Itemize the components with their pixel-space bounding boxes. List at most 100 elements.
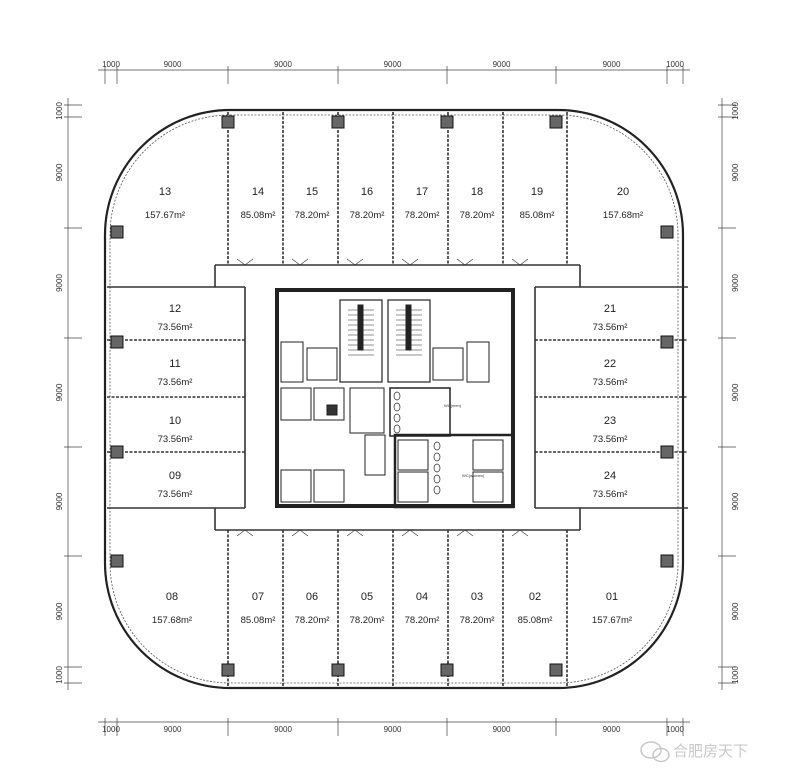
unit-area: 157.67m² bbox=[592, 615, 632, 626]
unit-number: 12 bbox=[169, 303, 181, 315]
column bbox=[549, 663, 563, 677]
toilet-icon bbox=[393, 413, 401, 423]
door-icon bbox=[456, 258, 474, 266]
unit-area: 73.56m² bbox=[593, 377, 628, 388]
dimension-label: 1000 bbox=[666, 60, 684, 69]
unit-11: 11 73.56m² bbox=[158, 358, 193, 388]
dimension-label: 9000 bbox=[55, 492, 64, 510]
unit-number: 22 bbox=[604, 358, 616, 370]
column bbox=[660, 225, 674, 239]
dimension-labels: 1000 9000 9000 9000 9000 9000 1000 1000 9000 9000… bbox=[55, 60, 740, 734]
stair-rail bbox=[357, 304, 364, 351]
unit-03: 03 78.20m² bbox=[460, 591, 495, 626]
dimension-label: 9000 bbox=[603, 725, 621, 734]
stair-rail bbox=[405, 304, 412, 351]
unit-area: 73.56m² bbox=[593, 322, 628, 333]
unit-19: 19 85.08m² bbox=[520, 186, 555, 221]
wc-men-label: WC(men) bbox=[444, 403, 462, 408]
door-icon bbox=[346, 529, 364, 537]
toilet-icon bbox=[433, 452, 441, 462]
door-icon bbox=[291, 529, 309, 537]
dimension-lines bbox=[64, 66, 736, 736]
unit-number: 09 bbox=[169, 470, 181, 482]
unit-area: 78.20m² bbox=[460, 210, 495, 221]
unit-number: 19 bbox=[531, 186, 543, 198]
stair-2 bbox=[387, 299, 431, 383]
unit-area: 85.08m² bbox=[241, 615, 276, 626]
unit-area: 73.56m² bbox=[158, 377, 193, 388]
dimension-label: 9000 bbox=[55, 274, 64, 292]
door-icon bbox=[291, 258, 309, 266]
dimension-label: 9000 bbox=[384, 725, 402, 734]
unit-number: 04 bbox=[416, 591, 428, 603]
unit-number: 03 bbox=[471, 591, 483, 603]
unit-labels: 13157.67m²1485.08m²1578.20m²1678.20m²177… bbox=[145, 186, 643, 626]
column bbox=[660, 445, 674, 459]
elevator bbox=[472, 471, 504, 503]
outer-wall-inner bbox=[109, 114, 679, 684]
unit-number: 02 bbox=[529, 591, 541, 603]
dimension-label: 1000 bbox=[55, 102, 64, 120]
unit-area: 78.20m² bbox=[350, 210, 385, 221]
shaft bbox=[364, 434, 386, 476]
toilet-icon bbox=[393, 402, 401, 412]
unit-08: 08 157.68m² bbox=[152, 591, 192, 626]
unit-area: 73.56m² bbox=[158, 434, 193, 445]
unit-partitions bbox=[107, 112, 688, 686]
toilet-icon bbox=[433, 441, 441, 451]
unit-number: 17 bbox=[416, 186, 428, 198]
toilet-icon bbox=[393, 424, 401, 434]
unit-number: 06 bbox=[306, 591, 318, 603]
dimension-label: 9000 bbox=[731, 383, 740, 401]
toilet-icon bbox=[433, 463, 441, 473]
dimension-label: 9000 bbox=[274, 60, 292, 69]
shaft bbox=[280, 341, 304, 383]
unit-area: 85.08m² bbox=[518, 615, 553, 626]
unit-number: 23 bbox=[604, 415, 616, 427]
stair-1 bbox=[339, 299, 383, 383]
dimension-label: 9000 bbox=[493, 60, 511, 69]
door-icon bbox=[236, 529, 254, 537]
dimension-label: 1000 bbox=[55, 666, 64, 684]
core bbox=[275, 288, 515, 509]
unit-area: 78.20m² bbox=[460, 615, 495, 626]
dimension-label: 9000 bbox=[55, 163, 64, 181]
elevator bbox=[280, 469, 312, 503]
watermark: 合肥房天下 bbox=[640, 741, 748, 763]
door-icon bbox=[511, 529, 529, 537]
svg-text:合肥房天下: 合肥房天下 bbox=[673, 743, 748, 760]
wc-men bbox=[389, 387, 451, 437]
column bbox=[660, 554, 674, 568]
column bbox=[440, 115, 454, 129]
dimension-label: 9000 bbox=[731, 274, 740, 292]
unit-area: 85.08m² bbox=[520, 210, 555, 221]
unit-area: 157.68m² bbox=[152, 615, 192, 626]
column bbox=[221, 115, 235, 129]
structural-columns bbox=[110, 115, 674, 677]
unit-area: 157.67m² bbox=[145, 210, 185, 221]
dimension-label: 1000 bbox=[731, 102, 740, 120]
unit-12: 12 73.56m² bbox=[158, 303, 193, 333]
elevator bbox=[472, 439, 504, 471]
unit-number: 08 bbox=[166, 591, 178, 603]
dimension-label: 9000 bbox=[603, 60, 621, 69]
unit-number: 11 bbox=[169, 358, 180, 370]
elevator bbox=[397, 439, 429, 471]
door-icon bbox=[236, 258, 254, 266]
unit-area: 73.56m² bbox=[158, 322, 193, 333]
toilet-icon bbox=[433, 474, 441, 484]
wc-women bbox=[393, 433, 515, 509]
elevator bbox=[397, 471, 429, 503]
column bbox=[110, 225, 124, 239]
unit-22: 22 73.56m² bbox=[593, 358, 628, 388]
wc-women-label: WC(women) bbox=[462, 473, 485, 478]
